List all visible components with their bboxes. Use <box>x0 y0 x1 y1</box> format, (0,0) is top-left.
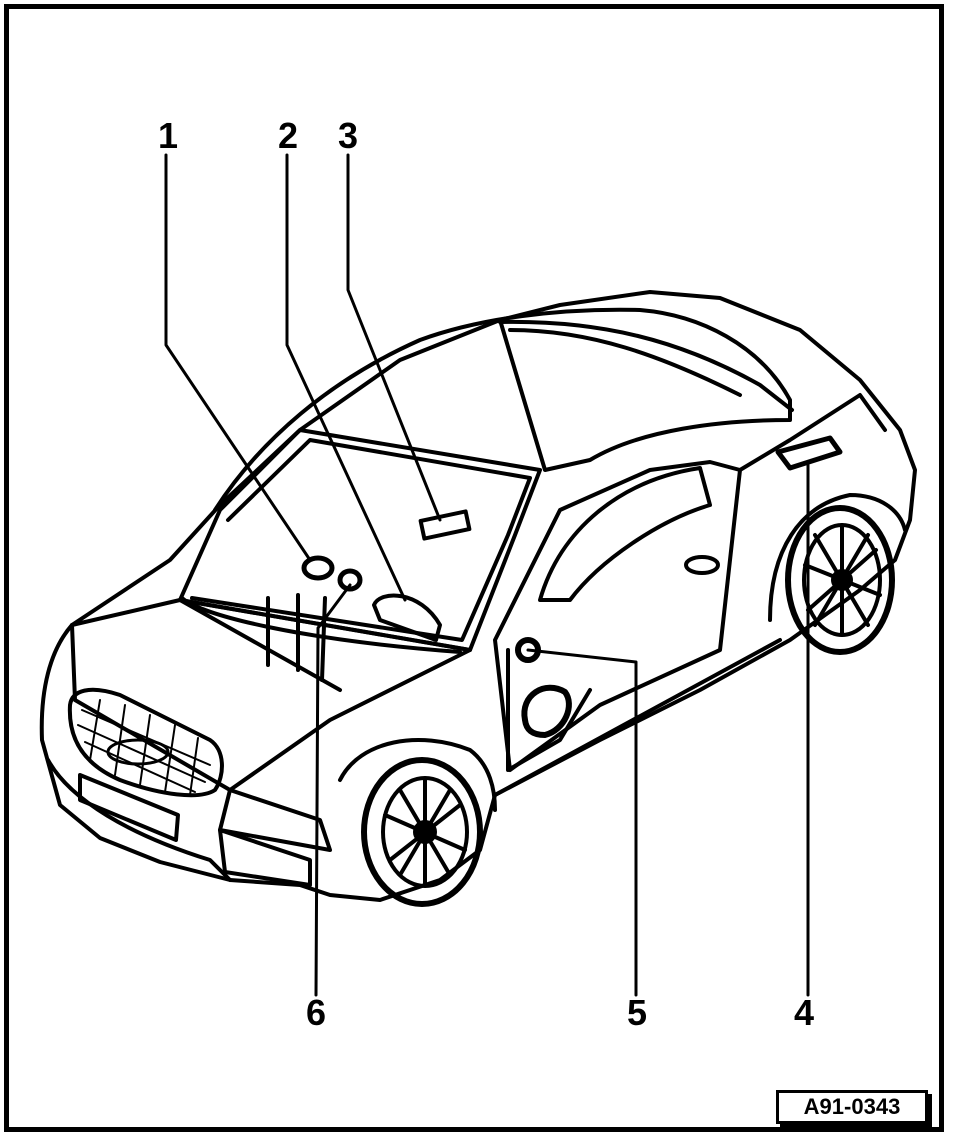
grille-mesh <box>77 699 211 796</box>
component-6-sensor <box>337 568 363 592</box>
door-handle <box>684 555 720 575</box>
license-plate <box>78 773 180 842</box>
component-2-dash-unit <box>372 593 442 642</box>
roof-inner <box>508 328 742 397</box>
audi-rings <box>106 738 170 766</box>
rear-wheel-arch <box>768 493 907 622</box>
door-speaker <box>521 684 572 738</box>
car-body-outline <box>39 290 917 902</box>
component-3-interior-light <box>418 509 472 541</box>
rear-wheel <box>785 505 895 655</box>
leader-line-6 <box>314 583 352 997</box>
hood-line <box>178 598 342 692</box>
front-bumper <box>46 758 232 882</box>
leader-line-1 <box>164 153 312 562</box>
front-wheel <box>361 757 483 907</box>
leader-line-3 <box>346 153 442 522</box>
component-1-sensor <box>301 555 335 581</box>
callout-5: 5 <box>626 992 648 1033</box>
roof-outline <box>213 307 792 512</box>
front-wheel-spokes <box>383 778 467 887</box>
callout-3: 3 <box>337 115 359 156</box>
headlight <box>218 788 332 852</box>
callout-2: 2 <box>277 115 299 156</box>
grille <box>67 687 224 798</box>
callout-6: 6 <box>305 992 327 1033</box>
fog-light <box>218 828 312 887</box>
door-panel <box>506 648 592 772</box>
dash-pillars <box>266 593 327 682</box>
callout-4: 4 <box>793 992 815 1033</box>
rear-wheel-spokes <box>803 523 882 637</box>
front-wheel-arch <box>338 738 497 812</box>
door-window <box>538 466 712 602</box>
leader-line-5 <box>526 648 638 997</box>
fuel-flap <box>775 435 843 471</box>
rear-quarter <box>738 393 887 472</box>
callout-1: 1 <box>157 115 179 156</box>
reference-code: A91-0343 <box>776 1090 928 1124</box>
leader-line-2 <box>285 153 407 602</box>
roof-crest <box>498 319 794 412</box>
